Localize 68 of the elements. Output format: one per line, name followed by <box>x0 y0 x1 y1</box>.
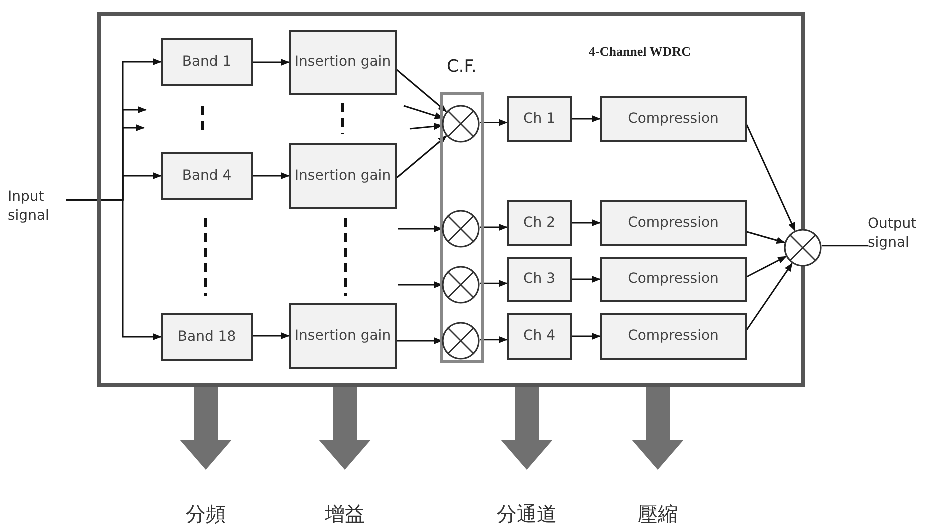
stage-label: 壓縮 <box>638 501 678 528</box>
arrow <box>572 276 601 283</box>
summing-junction <box>442 266 480 304</box>
summing-junction <box>784 229 822 267</box>
channel-box <box>507 96 572 142</box>
box-label: Ch 3 <box>523 270 556 289</box>
arrow <box>572 333 601 340</box>
box-label: Compression <box>628 327 719 346</box>
arrow <box>572 116 601 122</box>
input-label: Input signal <box>8 188 50 226</box>
summing-junction <box>442 210 480 248</box>
block-arrow <box>180 387 232 470</box>
arrow <box>480 224 508 232</box>
compression-box <box>600 313 747 360</box>
summing-junction <box>442 105 480 143</box>
box-label: Compression <box>628 270 719 289</box>
box-label: Ch 2 <box>523 214 556 232</box>
block-arrow <box>632 387 684 470</box>
box-label: Compression <box>628 214 719 232</box>
arrow <box>398 282 443 288</box>
box-label: Band 18 <box>178 328 236 346</box>
compression-box <box>600 200 747 246</box>
box-heading: 4-Channel WDRC <box>589 44 691 60</box>
arrow <box>480 280 508 288</box>
gain-box <box>289 303 397 369</box>
arrow <box>746 124 796 232</box>
box-label: Band 1 <box>182 52 232 72</box>
band-filter-box <box>161 152 253 200</box>
arrow <box>746 262 793 330</box>
arrow <box>480 119 508 126</box>
arrow <box>397 338 443 344</box>
box-label: Ch 4 <box>523 327 556 346</box>
arrow <box>253 332 290 340</box>
box-label: Ch 1 <box>523 110 556 128</box>
frame-heading: C.F. <box>447 57 477 77</box>
channel-box <box>507 257 572 302</box>
arrow <box>480 336 508 344</box>
block-arrow <box>319 387 371 470</box>
arrow <box>253 172 290 180</box>
box-label: Insertion gain <box>294 166 392 186</box>
arrow <box>572 220 601 226</box>
band-filter-box <box>161 38 253 86</box>
box-label: Band 4 <box>182 166 232 186</box>
arrow <box>396 136 448 179</box>
channel-box <box>507 200 572 246</box>
block-arrow <box>501 387 553 470</box>
arrow <box>66 199 162 340</box>
summing-junction <box>442 322 480 360</box>
connector-line <box>822 245 868 247</box>
gain-box <box>289 30 397 95</box>
band-filter-box <box>161 313 253 361</box>
box-label: Insertion gain <box>294 326 392 346</box>
arrow <box>396 69 448 112</box>
compression-box <box>600 257 747 302</box>
stage-label: 分通道 <box>497 501 557 528</box>
stage-label: 分頻 <box>186 501 226 528</box>
stage-label: 增益 <box>325 501 365 528</box>
arrow <box>253 59 290 66</box>
box-label: Insertion gain <box>294 53 392 72</box>
channel-box <box>507 313 572 360</box>
arrow <box>410 123 443 130</box>
gain-box <box>289 143 397 209</box>
arrow <box>398 226 443 232</box>
output-label: Output signal <box>868 215 918 253</box>
box-label: Compression <box>628 110 719 128</box>
compression-box <box>600 96 747 142</box>
arrow <box>746 231 786 244</box>
arrow <box>746 256 787 278</box>
